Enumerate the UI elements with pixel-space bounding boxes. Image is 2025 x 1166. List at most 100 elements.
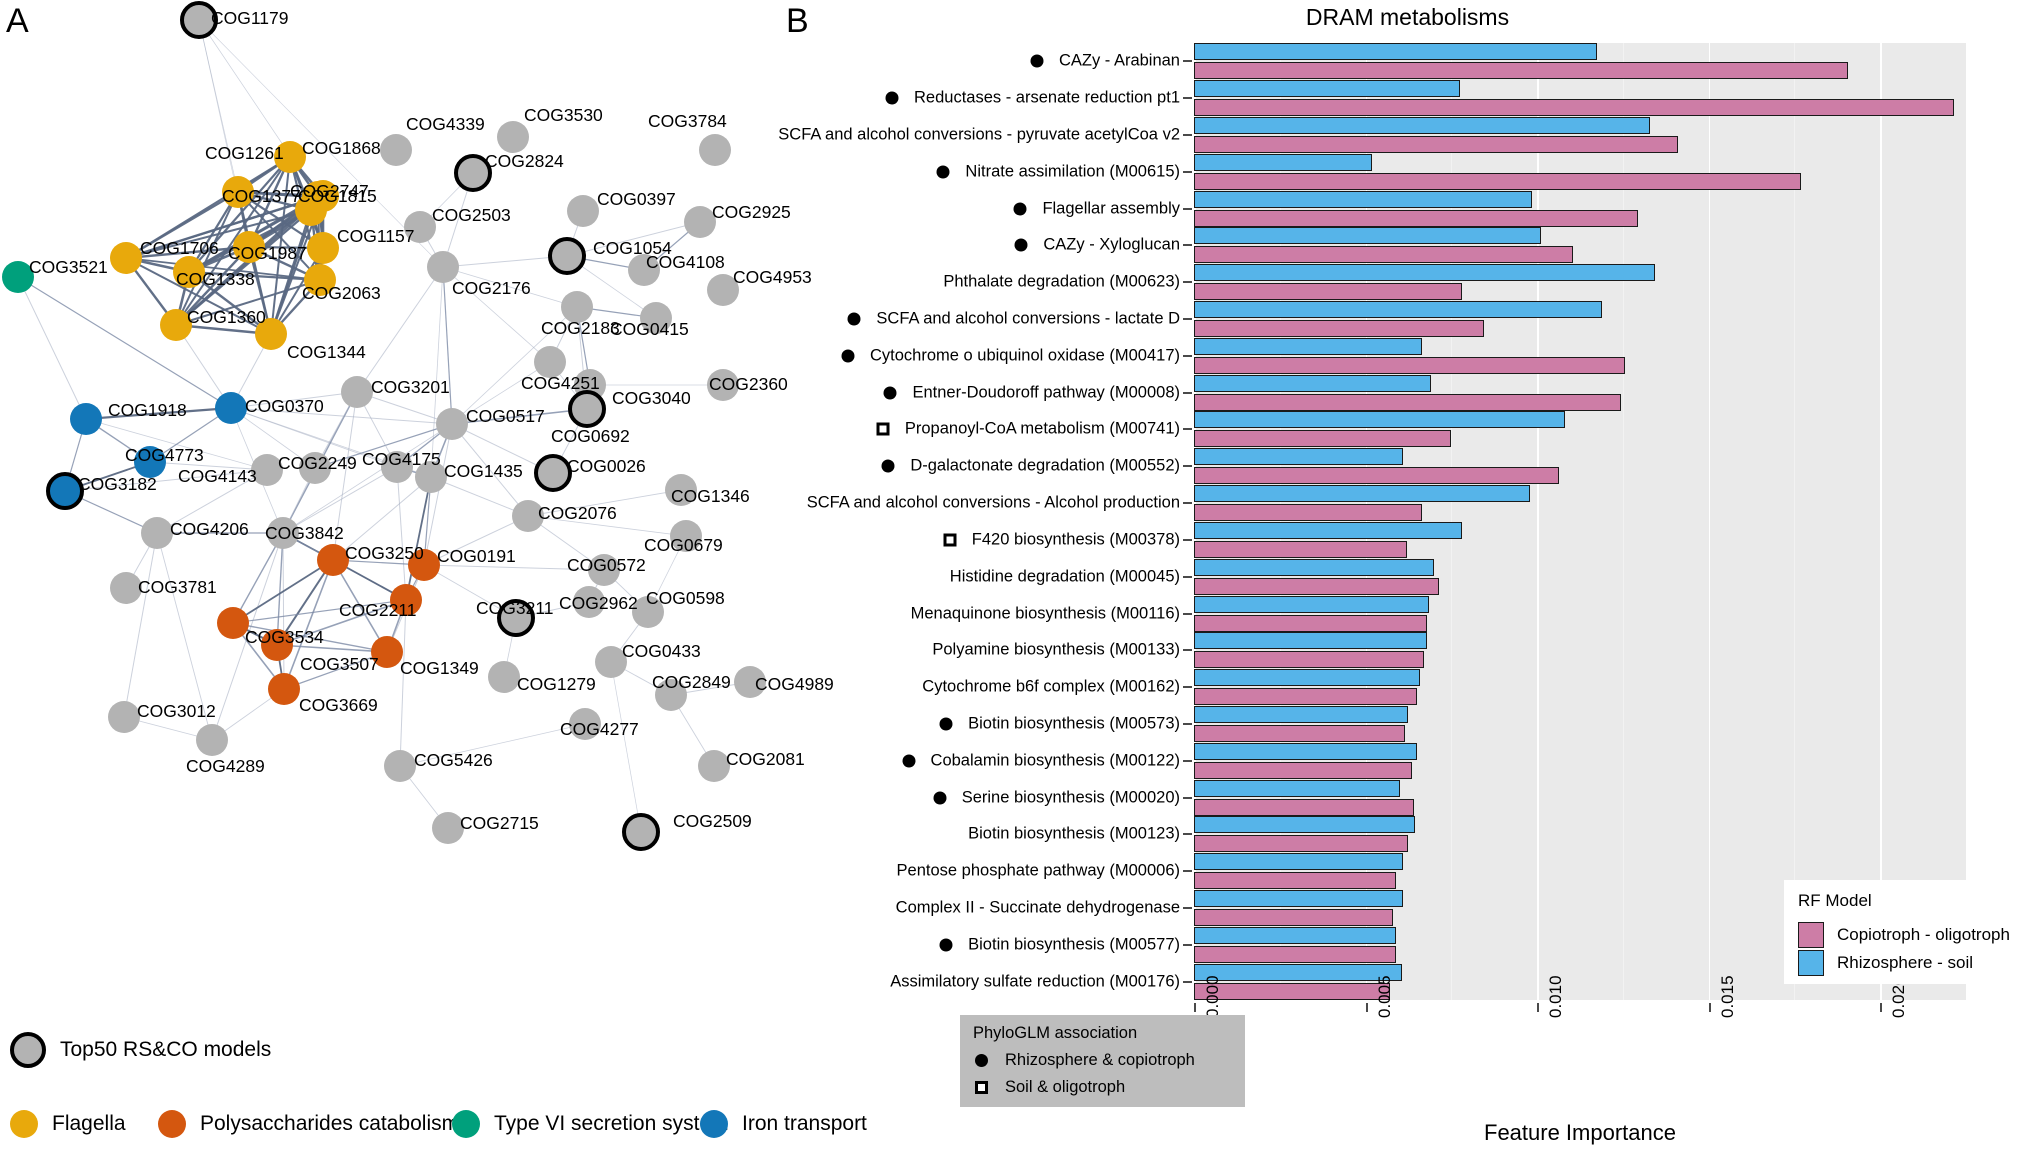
bar-copiotroph-oligotroph: [1194, 651, 1424, 669]
network-node-cog3530[interactable]: [497, 121, 529, 153]
network-node-cog2249[interactable]: [299, 452, 331, 484]
network-node-cog1349[interactable]: [371, 636, 403, 668]
network-node-cog0026[interactable]: [534, 454, 572, 492]
network-node-cog2925[interactable]: [684, 206, 716, 238]
network-node-cog4251[interactable]: [534, 346, 566, 378]
network-node-cog3781[interactable]: [110, 572, 142, 604]
network-node-cog3211[interactable]: [497, 599, 535, 637]
network-node-label: COG2925: [712, 202, 791, 222]
x-tick: [1365, 1003, 1368, 1012]
network-node-cog1360[interactable]: [160, 309, 192, 341]
network-node-cog0692[interactable]: [568, 390, 606, 428]
network-edge: [188, 156, 291, 273]
network-node-label: COG4251: [521, 373, 600, 393]
bar-rhizosphere-soil: [1194, 779, 1400, 797]
network-node-label: COG0397: [597, 189, 676, 209]
network-node-cog0397[interactable]: [567, 195, 599, 227]
network-edge: [125, 156, 291, 259]
rf-legend-title: RF Model: [1798, 891, 1872, 910]
network-node-cog1338[interactable]: [173, 256, 205, 288]
phyloglm-item-soil-oligotroph[interactable]: Soil & oligotroph: [973, 1078, 1125, 1097]
network-node-cog4989[interactable]: [734, 666, 766, 698]
network-node-cog4277[interactable]: [569, 708, 601, 740]
network-node-cog0370[interactable]: [215, 392, 247, 424]
network-node-cog3521[interactable]: [2, 261, 34, 293]
network-node-cog3784[interactable]: [699, 134, 731, 166]
y-tick: [1183, 207, 1192, 210]
network-node-cog0679[interactable]: [670, 520, 702, 552]
network-node-cog1435[interactable]: [415, 461, 447, 493]
rf-legend-item-copiotroph[interactable]: Copiotroph - oligotroph: [1798, 922, 2010, 948]
network-node-cog3669[interactable]: [268, 673, 300, 705]
network-node-cog0191[interactable]: [408, 549, 440, 581]
network-node-cog4289[interactable]: [196, 724, 228, 756]
network-node-cog2509[interactable]: [622, 813, 660, 851]
network-node-cog3250[interactable]: [317, 544, 349, 576]
network-node-label: COG3530: [524, 105, 603, 125]
network-node-cog5426[interactable]: [384, 750, 416, 782]
network-node-cog4143[interactable]: [251, 454, 283, 486]
network-node-cog2849[interactable]: [655, 679, 687, 711]
network-node-cog1054[interactable]: [548, 237, 586, 275]
network-edge: [442, 255, 568, 268]
network-node-cog3534[interactable]: [217, 607, 249, 639]
network-node-cog2076[interactable]: [512, 500, 544, 532]
network-node-cog1868[interactable]: [274, 141, 306, 173]
network-node-cog3507[interactable]: [261, 629, 293, 661]
network-node-cog0433[interactable]: [595, 646, 627, 678]
network-node-cog4175[interactable]: [381, 451, 413, 483]
network-node-cog4339[interactable]: [380, 134, 412, 166]
network-node-cog1706[interactable]: [110, 242, 142, 274]
network-node-cog2183[interactable]: [561, 291, 593, 323]
network-node-cog4206[interactable]: [141, 517, 173, 549]
network-node-cog2503[interactable]: [404, 211, 436, 243]
network-node-cog3182[interactable]: [46, 472, 84, 510]
network-node-cog1261[interactable]: [222, 176, 254, 208]
network-node-cog0598[interactable]: [632, 596, 664, 628]
network-node-cog3842[interactable]: [267, 517, 299, 549]
category-label: Complex II - Succinate dehydrogenase: [895, 898, 1180, 917]
network-edge: [17, 276, 232, 409]
network-node-cog2962[interactable]: [573, 586, 605, 618]
network-node-cog1157[interactable]: [307, 232, 339, 264]
network-node-cog3012[interactable]: [108, 701, 140, 733]
network-node-cog0517[interactable]: [436, 408, 468, 440]
bar-copiotroph-oligotroph: [1194, 172, 1802, 190]
network-edge: [17, 276, 87, 420]
network-node-cog2360[interactable]: [707, 369, 739, 401]
network-node-cog1179[interactable]: [180, 1, 218, 39]
network-node-cog4108[interactable]: [628, 254, 660, 286]
network-node-cog2715[interactable]: [432, 812, 464, 844]
network-node-cog2081[interactable]: [698, 750, 730, 782]
network-node-cog1815[interactable]: [307, 180, 339, 212]
network-node-label: COG1054: [593, 238, 672, 258]
network-node-cog3201[interactable]: [341, 376, 373, 408]
category-label: Pentose phosphate pathway (M00006): [896, 861, 1180, 880]
network-node-cog2063[interactable]: [304, 264, 336, 296]
network-node-cog0415[interactable]: [640, 302, 672, 334]
network-node-cog1279[interactable]: [488, 661, 520, 693]
network-node-label: COG2081: [726, 749, 805, 769]
open-square-icon: [975, 1081, 988, 1094]
network-node-cog1346[interactable]: [665, 474, 697, 506]
rf-legend-item-rhizosphere[interactable]: Rhizosphere - soil: [1798, 950, 1973, 976]
network-node-cog1344[interactable]: [255, 318, 287, 350]
network-edge: [269, 209, 313, 335]
phyloglm-circle-marker: [881, 459, 895, 473]
bar-rhizosphere-soil: [1194, 153, 1373, 171]
category-label: Cytochrome b6f complex (M00162): [922, 677, 1180, 696]
network-node-cog4953[interactable]: [707, 274, 739, 306]
y-tick: [1183, 465, 1192, 468]
network-node-cog1987[interactable]: [233, 231, 265, 263]
network-node-cog4773[interactable]: [134, 446, 166, 478]
network-node-cog2176[interactable]: [427, 251, 459, 283]
network-node-label: COG2249: [278, 453, 357, 473]
legend-polysaccharides-row: Polysaccharides catabolism: [158, 1110, 459, 1138]
network-node-cog2211[interactable]: [390, 584, 422, 616]
network-node-label: COG1868: [302, 138, 381, 158]
network-node-cog1918[interactable]: [70, 403, 102, 435]
network-node-cog2824[interactable]: [454, 154, 492, 192]
network-node-label: COG2849: [652, 672, 731, 692]
phyloglm-item-rhizosphere-copiotroph[interactable]: Rhizosphere & copiotroph: [973, 1051, 1195, 1070]
network-node-cog0572[interactable]: [588, 554, 620, 586]
